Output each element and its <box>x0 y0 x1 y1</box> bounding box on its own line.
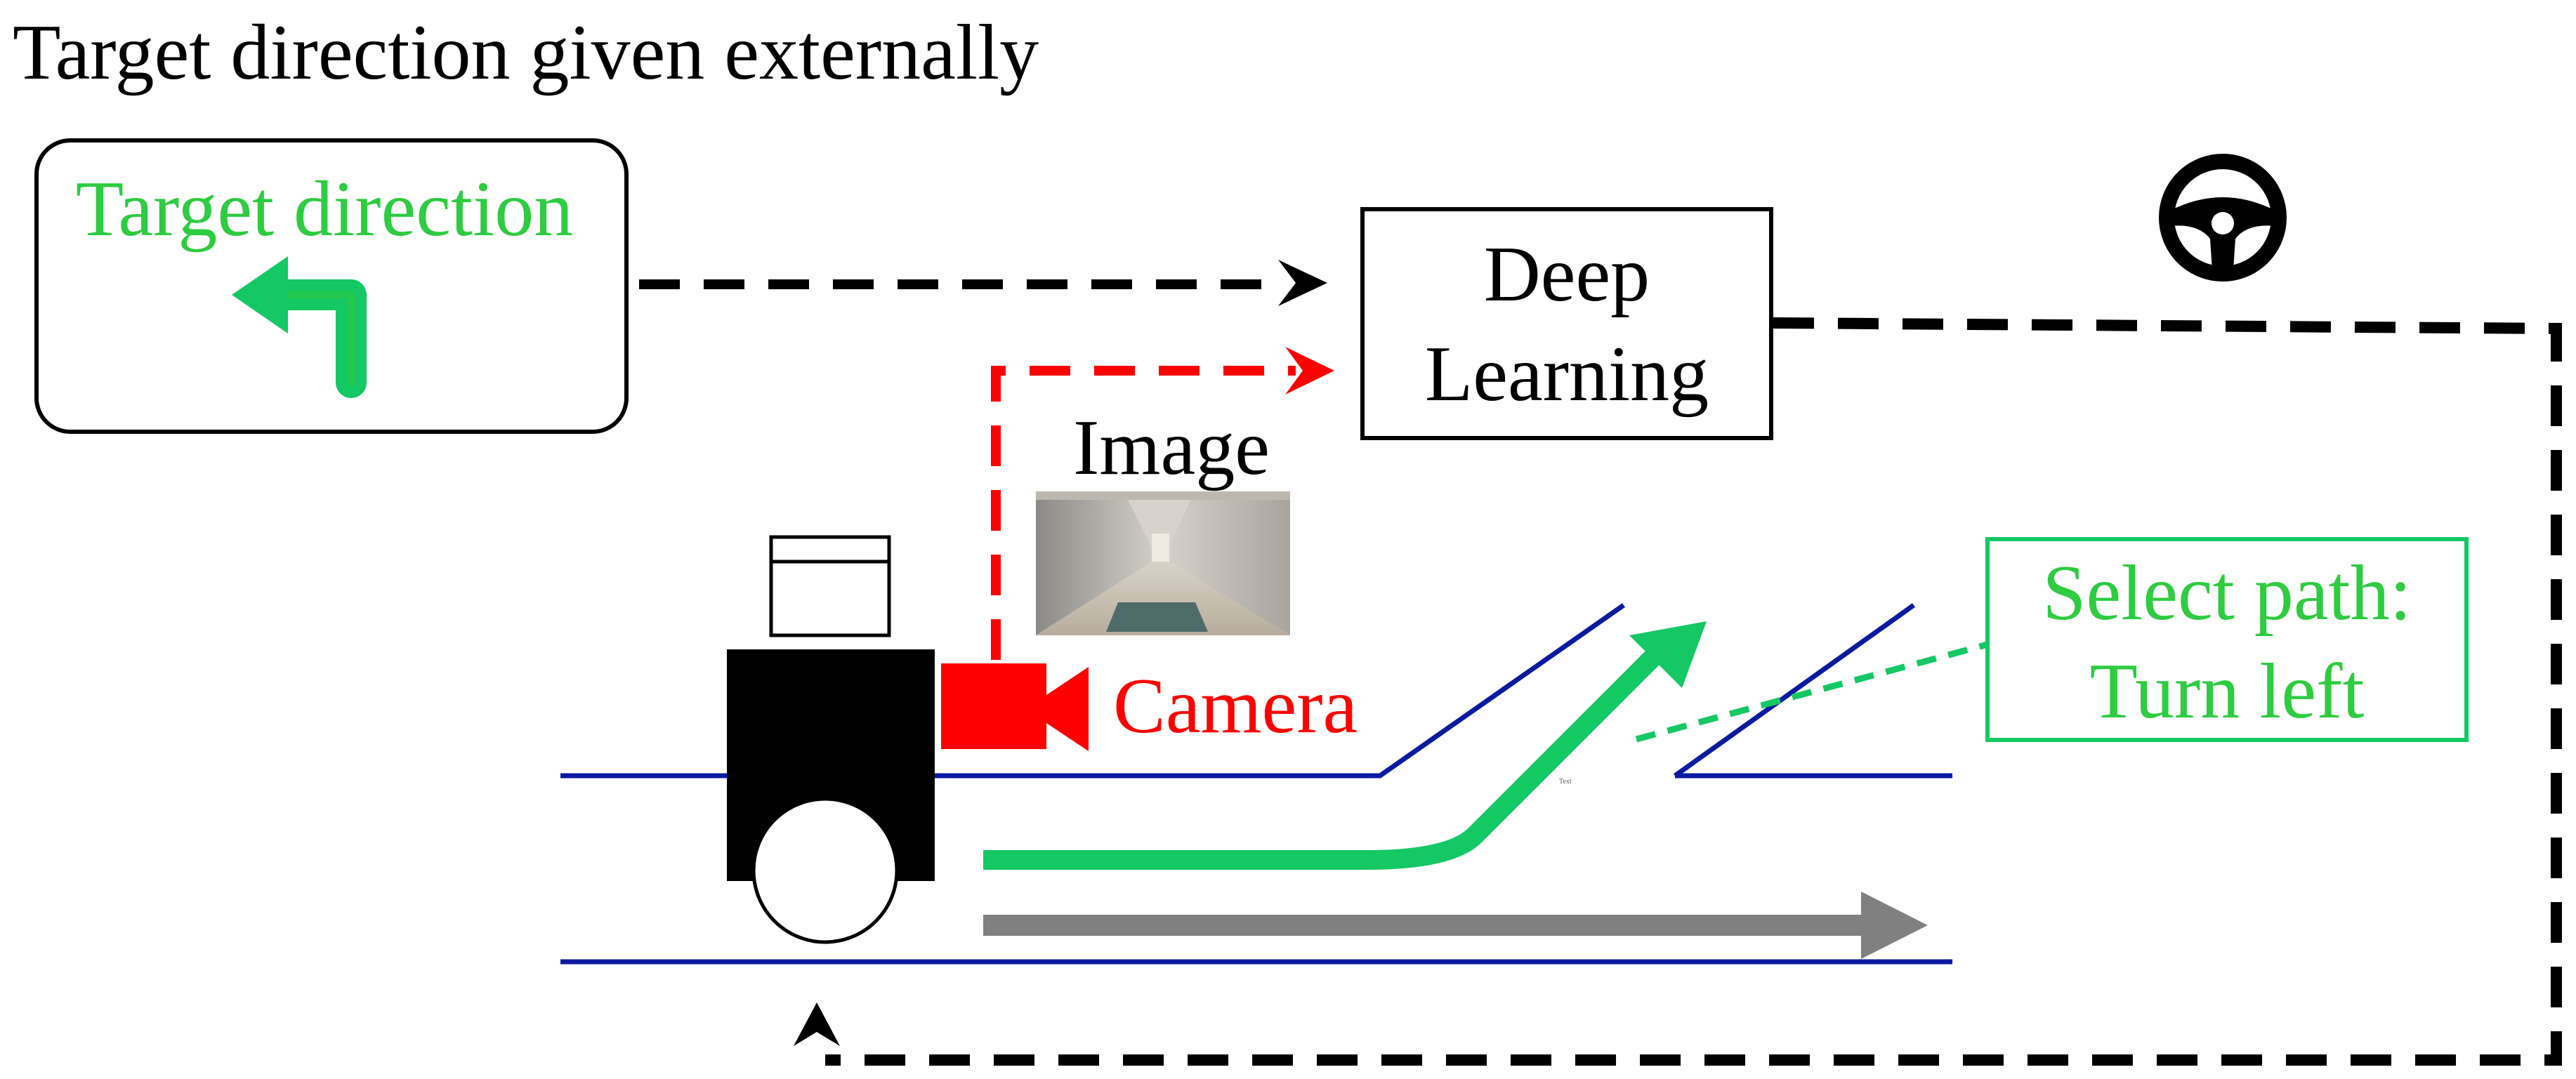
deep-learning-box: Deep Learning <box>1360 207 1773 440</box>
camera-icon <box>941 663 1089 751</box>
target-to-network-arrow <box>639 260 1327 306</box>
selected-path-arrow <box>983 621 1707 870</box>
page-title: Target direction given externally <box>13 9 1039 96</box>
select-path-line2: Turn left <box>2089 648 2364 735</box>
select-path-line1: Select path: <box>2042 550 2412 637</box>
robot-sensor-box <box>769 535 891 637</box>
camera-image-thumbnail <box>1036 491 1290 635</box>
image-to-network-arrow <box>991 347 1334 660</box>
select-path-connector <box>1635 641 1989 743</box>
target-direction-box: Target direction <box>34 138 629 434</box>
steering-wheel-icon <box>2159 154 2287 282</box>
tiny-text: Text <box>1559 778 1572 786</box>
target-direction-label: Target direction <box>76 166 573 253</box>
image-label: Image <box>1073 404 1270 491</box>
turn-left-arrow-icon <box>232 256 367 398</box>
robot-wheel <box>751 797 899 944</box>
control-output-loop <box>794 317 2562 1066</box>
deep-learning-line2: Learning <box>1425 331 1709 418</box>
robot <box>727 535 935 944</box>
camera-label: Camera <box>1113 663 1358 750</box>
select-path-box: Select path: Turn left <box>1985 537 2469 742</box>
straight-path-arrow <box>983 892 1928 959</box>
deep-learning-line1: Deep <box>1484 231 1650 318</box>
lane-boundaries <box>560 603 1952 965</box>
